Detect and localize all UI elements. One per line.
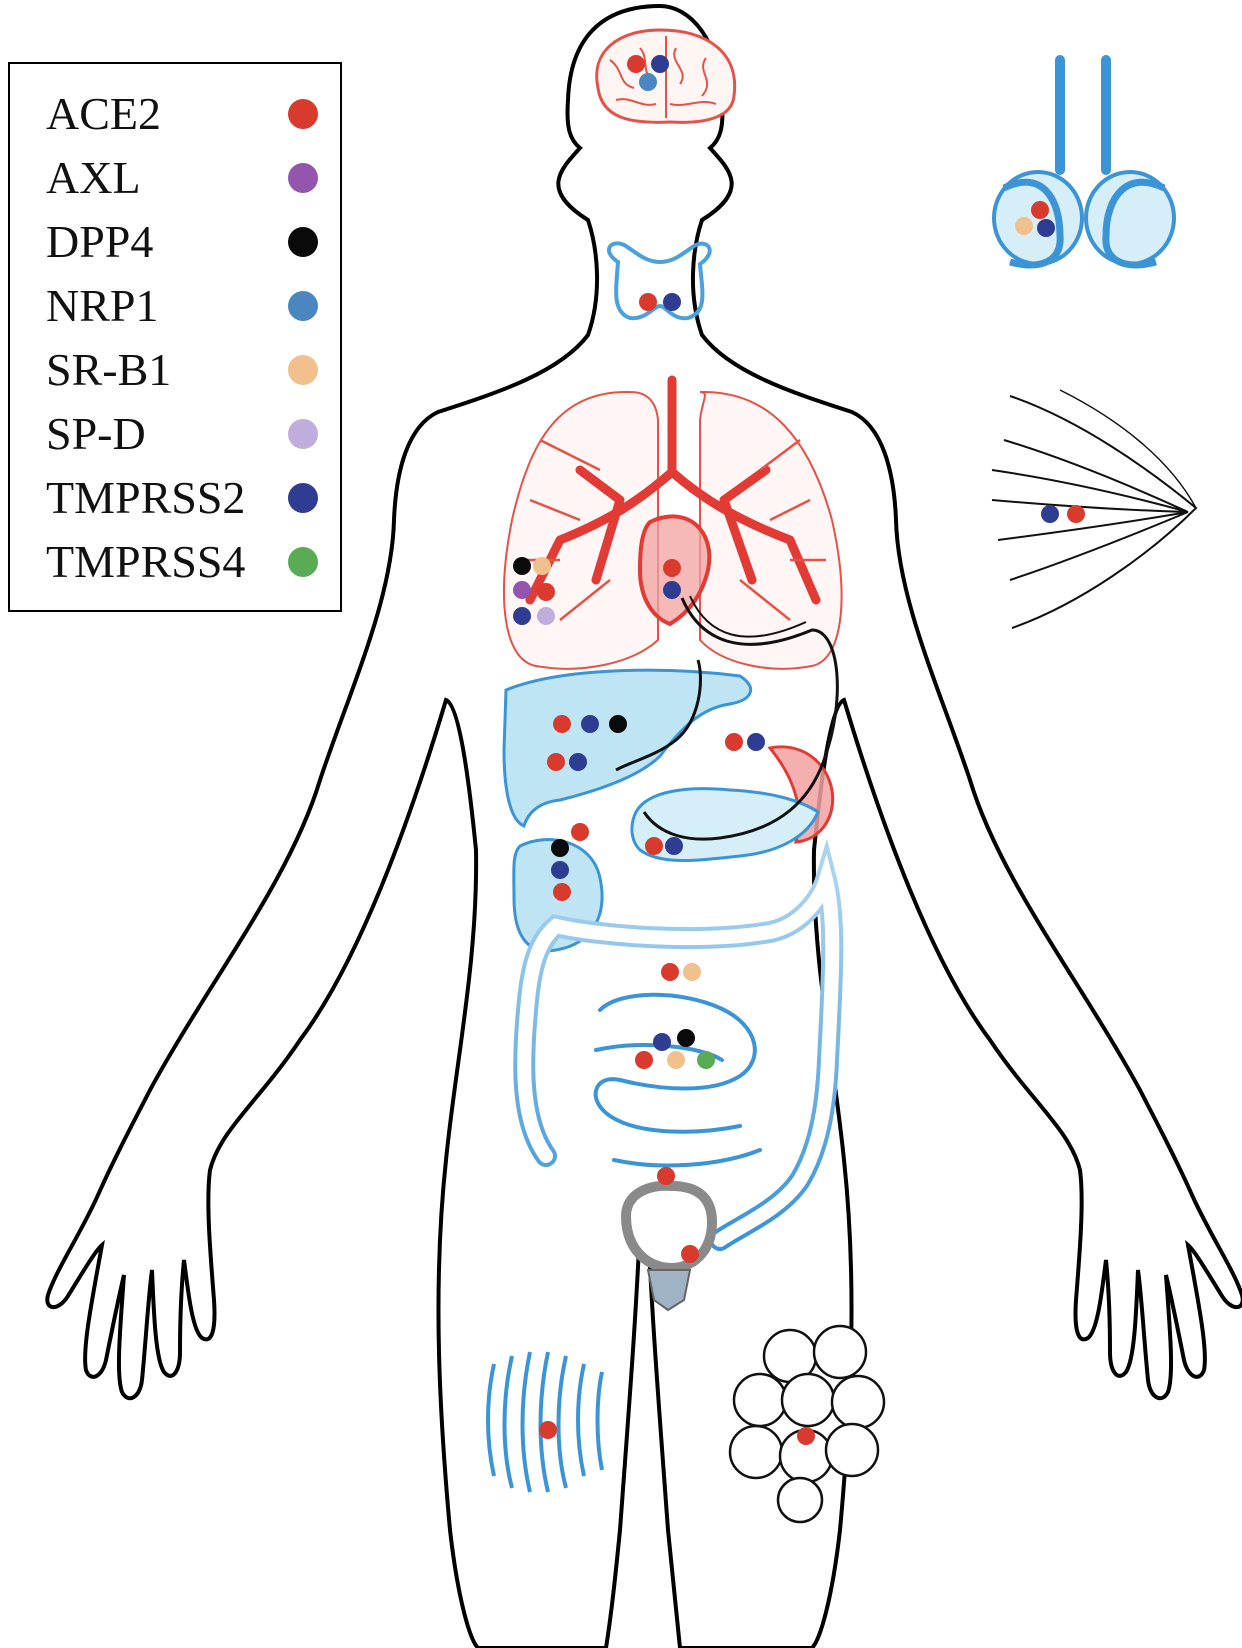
receptor-dot-axl bbox=[513, 581, 531, 599]
legend-swatch-dot bbox=[288, 99, 318, 129]
receptor-dot-ace2 bbox=[553, 883, 571, 901]
receptor-dot-ace2 bbox=[681, 1245, 699, 1263]
lungs-illustration bbox=[503, 375, 843, 670]
thyroid-illustration bbox=[606, 241, 712, 321]
legend-swatch-dot bbox=[288, 227, 318, 257]
receptor-dot-tmprss4 bbox=[697, 1051, 715, 1069]
receptor-dot-tmprss2 bbox=[1037, 219, 1055, 237]
legend-item-dpp4: DPP4 bbox=[46, 210, 336, 274]
receptor-dot-dpp4 bbox=[677, 1029, 695, 1047]
adipose-illustration bbox=[728, 1324, 886, 1524]
legend-swatch-dot bbox=[288, 483, 318, 513]
receptor-dot-dpp4 bbox=[513, 557, 531, 575]
legend-item-sp-d: SP-D bbox=[46, 402, 336, 466]
receptor-markers bbox=[513, 55, 1085, 1445]
receptor-dot-ace2 bbox=[635, 1051, 653, 1069]
legend-item-tmprss4: TMPRSS4 bbox=[46, 530, 336, 594]
colon-illustration bbox=[513, 838, 844, 1251]
receptor-dot-tmprss2 bbox=[663, 581, 681, 599]
legend-item-ace2: ACE2 bbox=[46, 82, 336, 146]
legend-swatch-dot bbox=[288, 163, 318, 193]
receptor-dot-ace2 bbox=[663, 559, 681, 577]
spleen-illustration bbox=[767, 745, 835, 844]
receptor-dot-ace2 bbox=[1067, 505, 1085, 523]
small-intestine-illustration bbox=[593, 992, 762, 1168]
receptor-dot-dpp4 bbox=[609, 715, 627, 733]
legend-swatch-dot bbox=[288, 355, 318, 385]
receptor-dot-tmprss2 bbox=[569, 753, 587, 771]
legend-swatch-dot bbox=[288, 291, 318, 321]
receptor-dot-ace2 bbox=[661, 963, 679, 981]
receptor-dot-ace2 bbox=[537, 583, 555, 601]
legend: ACE2 AXL DPP4 NRP1 SR-B1 SP-D TMPRSS2 TM… bbox=[8, 62, 342, 612]
receptor-dot-tmprss2 bbox=[665, 837, 683, 855]
receptor-dot-nrp1 bbox=[639, 73, 657, 91]
receptor-dot-ace2 bbox=[645, 837, 663, 855]
legend-label: NRP1 bbox=[46, 280, 159, 331]
legend-item-axl: AXL bbox=[46, 146, 336, 210]
receptor-dot-tmprss2 bbox=[1041, 505, 1059, 523]
receptor-dot-ace2 bbox=[1031, 201, 1049, 219]
receptor-dot-tmprss2 bbox=[651, 55, 669, 73]
receptor-dot-ace2 bbox=[725, 733, 743, 751]
receptor-dot-ace2 bbox=[627, 55, 645, 73]
receptor-dot-tmprss2 bbox=[581, 715, 599, 733]
legend-label: ACE2 bbox=[46, 88, 161, 139]
receptor-dot-sr-b1 bbox=[1015, 217, 1033, 235]
legend-item-sr-b1: SR-B1 bbox=[46, 338, 336, 402]
receptor-dot-tmprss2 bbox=[513, 607, 531, 625]
receptor-dot-tmprss2 bbox=[551, 861, 569, 879]
receptor-dot-sp-d bbox=[537, 607, 555, 625]
bladder-illustration bbox=[620, 1180, 718, 1312]
legend-swatch-dot bbox=[288, 419, 318, 449]
legend-item-tmprss2: TMPRSS2 bbox=[46, 466, 336, 530]
legend-label: TMPRSS4 bbox=[46, 536, 246, 587]
receptor-dot-ace2 bbox=[539, 1421, 557, 1439]
receptor-dot-sr-b1 bbox=[683, 963, 701, 981]
legend-label: AXL bbox=[46, 152, 141, 203]
legend-label: DPP4 bbox=[46, 216, 154, 267]
receptor-dot-ace2 bbox=[639, 293, 657, 311]
brain-illustration bbox=[595, 28, 737, 124]
receptor-dot-ace2 bbox=[571, 823, 589, 841]
legend-label: SP-D bbox=[46, 408, 146, 459]
receptor-dot-ace2 bbox=[657, 1167, 675, 1185]
muscle-illustration bbox=[486, 1351, 604, 1493]
receptor-dot-sr-b1 bbox=[667, 1051, 685, 1069]
legend-label: SR-B1 bbox=[46, 344, 172, 395]
legend-label: TMPRSS2 bbox=[46, 472, 246, 523]
receptor-dot-ace2 bbox=[797, 1427, 815, 1445]
receptor-dot-tmprss2 bbox=[747, 733, 765, 751]
receptor-dot-sr-b1 bbox=[533, 557, 551, 575]
receptor-dot-dpp4 bbox=[551, 839, 569, 857]
receptor-dot-ace2 bbox=[553, 715, 571, 733]
breast-illustration bbox=[991, 389, 1198, 629]
legend-swatch-dot bbox=[288, 547, 318, 577]
receptor-dot-tmprss2 bbox=[653, 1033, 671, 1051]
legend-item-nrp1: NRP1 bbox=[46, 274, 336, 338]
receptor-dot-ace2 bbox=[547, 753, 565, 771]
receptor-dot-tmprss2 bbox=[663, 293, 681, 311]
